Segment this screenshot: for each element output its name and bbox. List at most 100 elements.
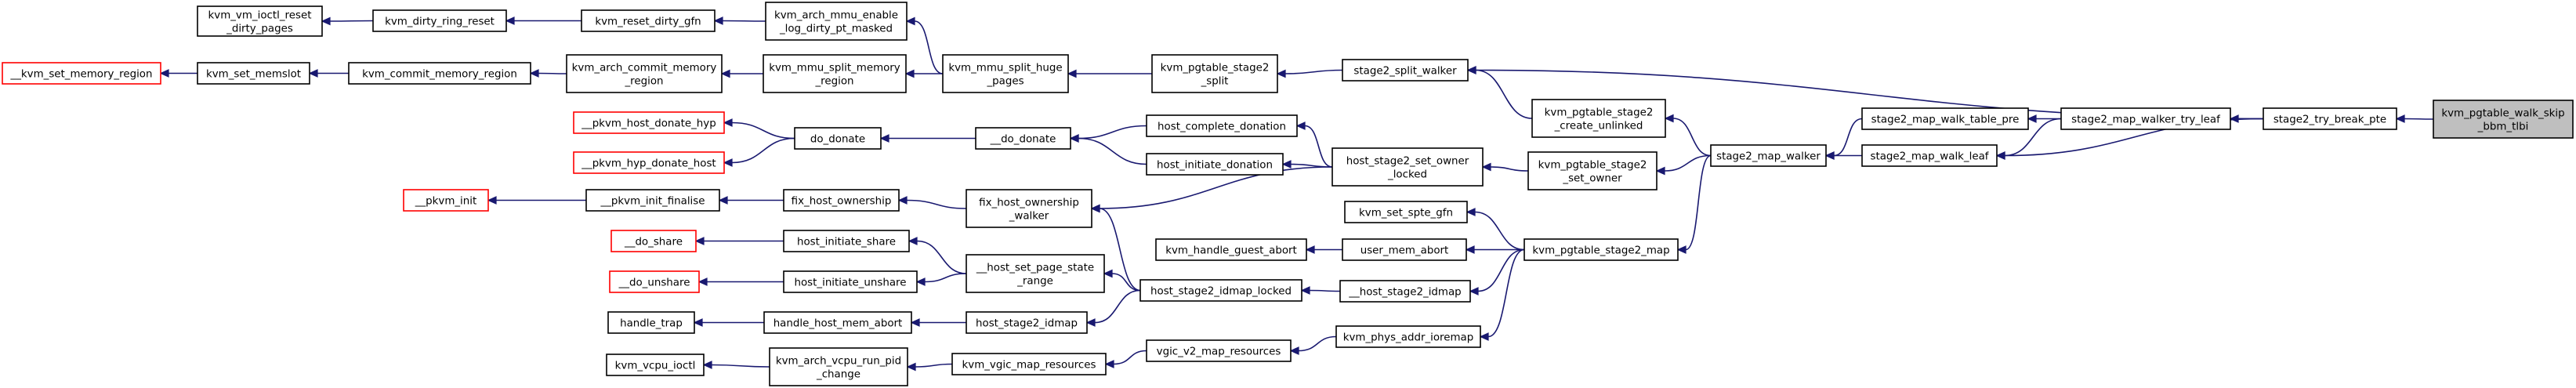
node-box[interactable]: [783, 230, 910, 252]
node-do-share[interactable]: __do_share: [610, 230, 697, 252]
node-host-stage2-idmap-locked[interactable]: host_stage2_idmap_locked: [1139, 279, 1302, 302]
node-box[interactable]: [606, 354, 705, 376]
node-do-donate[interactable]: __do_donate: [975, 127, 1071, 150]
node-pkvm-host-donate-hyp[interactable]: __pkvm_host_donate_hyp: [573, 111, 725, 134]
node-handle-host-mem-abort[interactable]: handle_host_mem_abort: [763, 311, 912, 334]
node-host-initiate-donation[interactable]: host_initiate_donation: [1146, 153, 1284, 176]
node-host-complete-donation[interactable]: host_complete_donation: [1146, 114, 1298, 137]
node-kvm-mmu-split-huge-pages[interactable]: kvm_mmu_split_huge_pages: [942, 54, 1069, 93]
node-pkvm-init-finalise[interactable]: __pkvm_init_finalise: [585, 189, 720, 212]
node-box[interactable]: [1710, 144, 1827, 167]
node-kvm-vcpu-ioctl[interactable]: kvm_vcpu_ioctl: [606, 354, 705, 376]
node-stage2-map-walk-table-pre[interactable]: stage2_map_walk_table_pre: [1861, 107, 2029, 130]
node-box[interactable]: [581, 9, 716, 32]
node-box[interactable]: [783, 270, 918, 293]
node-box[interactable]: [197, 62, 310, 85]
node-box[interactable]: [1146, 339, 1292, 362]
node-box[interactable]: [763, 311, 912, 334]
node-kvm-vgic-map-resources[interactable]: kvm_vgic_map_resources: [951, 353, 1107, 375]
node-box[interactable]: [1523, 238, 1679, 261]
node-box[interactable]: [607, 311, 695, 334]
node-kvm-pgtable-stage2-set-owner[interactable]: kvm_pgtable_stage2_set_owner: [1527, 151, 1658, 190]
node-box[interactable]: [1146, 114, 1298, 137]
node-kvm-set-memslot[interactable]: kvm_set_memslot: [197, 62, 310, 85]
node-user-mem-abort[interactable]: user_mem_abort: [1342, 238, 1467, 261]
node-kvm-pgtable-stage2-split[interactable]: kvm_pgtable_stage2_split: [1151, 54, 1278, 93]
node-box[interactable]: [197, 5, 323, 37]
node-host-initiate-share[interactable]: host_initiate_share: [783, 230, 910, 252]
node-box[interactable]: [1155, 238, 1307, 261]
node-box[interactable]: [966, 189, 1092, 228]
node-box[interactable]: [1344, 201, 1468, 223]
node-kvm-mmu-split-memory-region[interactable]: kvm_mmu_split_memory_region: [763, 54, 907, 93]
node-kvm-commit-memory-region[interactable]: kvm_commit_memory_region: [348, 62, 531, 85]
node-do-donate[interactable]: do_donate: [794, 127, 882, 150]
node-box[interactable]: [1151, 54, 1278, 93]
node-box[interactable]: [566, 54, 723, 93]
node-pkvm-init[interactable]: __pkvm_init: [403, 189, 489, 212]
node-kvm-pgtable-walk-skip-bbm-tlbi[interactable]: kvm_pgtable_walk_skip_bbm_tlbi: [2433, 100, 2574, 139]
node-box[interactable]: [1331, 147, 1484, 187]
node-box[interactable]: [2, 62, 161, 85]
node-kvm-pgtable-stage2-create-unlinked[interactable]: kvm_pgtable_stage2_create_unlinked: [1531, 99, 1666, 138]
node-box[interactable]: [609, 270, 700, 293]
node-host-stage2-idmap[interactable]: __host_stage2_idmap: [1339, 280, 1471, 303]
node-box[interactable]: [966, 254, 1105, 293]
node-kvm-arch-vcpu-run-pid-change[interactable]: kvm_arch_vcpu_run_pid_change: [769, 347, 908, 386]
node-box[interactable]: [1342, 59, 1469, 82]
node-box[interactable]: [769, 347, 908, 386]
node-host-stage2-idmap[interactable]: host_stage2_idmap: [966, 311, 1088, 334]
node-box[interactable]: [348, 62, 531, 85]
node-handle-trap[interactable]: handle_trap: [607, 311, 695, 334]
node-stage2-split-walker[interactable]: stage2_split_walker: [1342, 59, 1469, 82]
node-stage2-map-walker-try-leaf[interactable]: stage2_map_walker_try_leaf: [2060, 107, 2231, 130]
node-box[interactable]: [372, 9, 507, 32]
node-box[interactable]: [585, 189, 720, 212]
node-box[interactable]: [794, 127, 882, 150]
node-box[interactable]: [2263, 107, 2397, 130]
node-kvm-arch-mmu-enable-log-dirty-pt-masked[interactable]: kvm_arch_mmu_enable_log_dirty_pt_masked: [765, 2, 908, 41]
node-kvm-set-spte-gfn[interactable]: kvm_set_spte_gfn: [1344, 201, 1468, 223]
node-box[interactable]: [1861, 144, 1998, 167]
node-box[interactable]: [1342, 238, 1467, 261]
node-box[interactable]: [403, 189, 489, 212]
node-box[interactable]: [1861, 107, 2029, 130]
node-kvm-vm-ioctl-reset-dirty-pages[interactable]: kvm_vm_ioctl_reset_dirty_pages: [197, 5, 323, 37]
node-box[interactable]: [610, 230, 697, 252]
node-kvm-arch-commit-memory-region[interactable]: kvm_arch_commit_memory_region: [566, 54, 723, 93]
node-fix-host-ownership[interactable]: fix_host_ownership: [783, 189, 900, 212]
node-kvm-dirty-ring-reset[interactable]: kvm_dirty_ring_reset: [372, 9, 507, 32]
node-host-initiate-unshare[interactable]: host_initiate_unshare: [783, 270, 918, 293]
node-box[interactable]: [1146, 153, 1284, 176]
node-box[interactable]: [1139, 279, 1302, 302]
node-pkvm-hyp-donate-host[interactable]: __pkvm_hyp_donate_host: [573, 151, 725, 174]
node-box[interactable]: [1527, 151, 1658, 190]
node-do-unshare[interactable]: __do_unshare: [609, 270, 700, 293]
node-box[interactable]: [573, 111, 725, 134]
node-box[interactable]: [2060, 107, 2231, 130]
node-box[interactable]: [573, 151, 725, 174]
node-box[interactable]: [942, 54, 1069, 93]
node-box[interactable]: [763, 54, 907, 93]
node-box[interactable]: [966, 311, 1088, 334]
node-box[interactable]: [1335, 325, 1481, 348]
node-box[interactable]: [2433, 100, 2574, 139]
node-kvm-handle-guest-abort[interactable]: kvm_handle_guest_abort: [1155, 238, 1307, 261]
node-kvm-pgtable-stage2-map[interactable]: kvm_pgtable_stage2_map: [1523, 238, 1679, 261]
node-stage2-map-walk-leaf[interactable]: stage2_map_walk_leaf: [1861, 144, 1998, 167]
node-vgic-v2-map-resources[interactable]: vgic_v2_map_resources: [1146, 339, 1292, 362]
node-kvm-reset-dirty-gfn[interactable]: kvm_reset_dirty_gfn: [581, 9, 716, 32]
node-box[interactable]: [951, 353, 1107, 375]
node-kvm-set-memory-region[interactable]: __kvm_set_memory_region: [2, 62, 161, 85]
node-kvm-phys-addr-ioremap[interactable]: kvm_phys_addr_ioremap: [1335, 325, 1481, 348]
node-box[interactable]: [1531, 99, 1666, 138]
node-box[interactable]: [1339, 280, 1471, 303]
node-box[interactable]: [783, 189, 900, 212]
node-box[interactable]: [975, 127, 1071, 150]
node-stage2-map-walker[interactable]: stage2_map_walker: [1710, 144, 1827, 167]
node-fix-host-ownership-walker[interactable]: fix_host_ownership_walker: [966, 189, 1092, 228]
node-host-set-page-state-range[interactable]: __host_set_page_state_range: [966, 254, 1105, 293]
node-stage2-try-break-pte[interactable]: stage2_try_break_pte: [2263, 107, 2397, 130]
node-box[interactable]: [765, 2, 908, 41]
node-host-stage2-set-owner-locked[interactable]: host_stage2_set_owner_locked: [1331, 147, 1484, 187]
